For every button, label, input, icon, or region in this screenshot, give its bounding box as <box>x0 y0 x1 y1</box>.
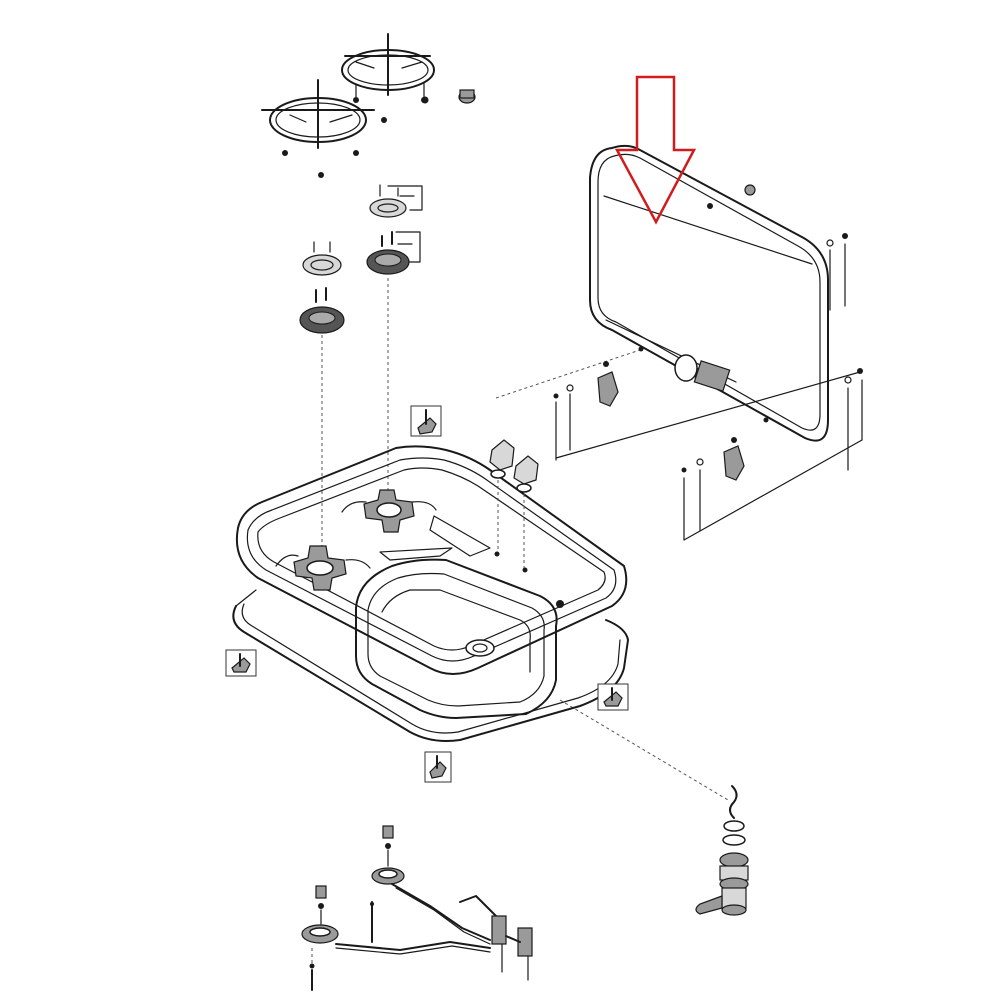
down-arrow-indicator <box>614 75 697 225</box>
burner-head-rear <box>366 231 421 275</box>
control-knob-caps <box>421 89 476 104</box>
pan-support-front <box>261 79 375 178</box>
lid-hinge-right <box>681 437 745 481</box>
sink-bowl <box>355 558 558 719</box>
mounting-clamp-inset-top <box>410 405 442 437</box>
alignment-line-lid <box>495 349 641 399</box>
mounting-clamp-inset-right <box>597 683 629 711</box>
gasket <box>232 589 629 742</box>
hob-sink-body <box>236 445 628 675</box>
drain-waste <box>695 785 749 916</box>
mounting-clamp-inset-bottom <box>424 751 452 783</box>
control-knob <box>489 439 539 568</box>
lid-hinge-left <box>553 361 619 407</box>
gas-pipe-assembly <box>301 825 533 991</box>
burner-cap-front <box>302 241 342 276</box>
glass-lid <box>589 144 829 442</box>
burner-cap-rear <box>369 184 423 218</box>
alignment-line-drain <box>559 699 729 801</box>
lid-mount-screws <box>555 233 863 541</box>
burner-head-front <box>299 287 345 334</box>
mounting-clamp-inset-left <box>225 649 257 677</box>
